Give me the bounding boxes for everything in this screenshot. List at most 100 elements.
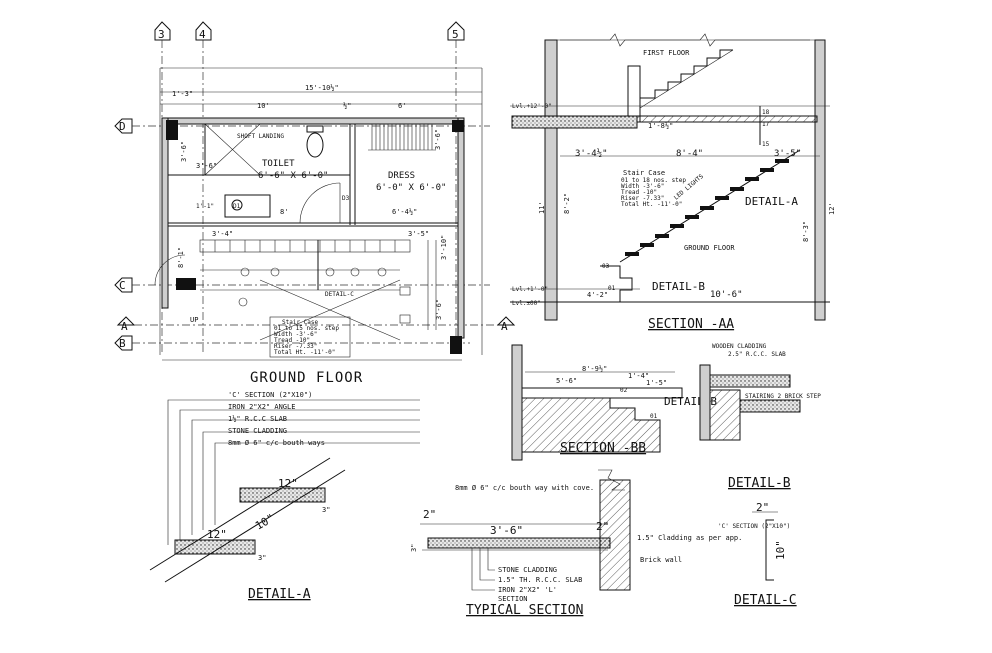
dim-side3: 3'-6" [435,299,443,320]
up-label: UP [190,316,198,324]
svg-text:Stair Case: Stair Case [282,319,319,326]
svg-text:A: A [501,320,508,333]
svg-text:C: C [119,279,126,292]
dim-left2: 1'-1" [196,203,214,210]
detail-a-note1: 'C' SECTION (2"X10") [228,391,312,399]
dim-mid: 6'-4½" [392,208,417,216]
sec-bb-step-01: 01 [650,413,658,420]
svg-text:01 to 15 nos. step: 01 to 15 nos. step [274,325,339,332]
detail-a-note4: STONE CLADDING [228,427,287,435]
detail-c-dim10: 10" [774,540,787,560]
detail-a-dim3b: 3" [258,554,266,562]
sec-bb-step-02: 02 [620,387,628,394]
sec-aa-dim5: 10'-6" [710,290,743,300]
detail-a-dim12b: 12" [207,528,227,541]
svg-text:Total Ht. -11'-0": Total Ht. -11'-0" [274,349,335,356]
toilet-label: TOILET [262,159,295,169]
step-01: 01 [608,285,616,292]
door-d3: D3 [342,195,350,202]
svg-text:Stair Case: Stair Case [623,169,665,177]
wardrobe-hatch [368,124,436,151]
section-aa: FIRST FLOOR Lvl.+12'-0" 1'-8½" 18 17 15 … [510,33,836,332]
typical-dim2: 2" [423,508,436,521]
dim-overall: 15'-10½" [305,84,339,92]
svg-text:01 to 18 nos. step: 01 to 18 nos. step [621,177,686,184]
typical-section-title: TYPICAL SECTION [466,603,583,618]
dim-side2: 8'-1" [177,247,185,268]
toilet-size: 6'-6" X 6'-0" [258,171,328,181]
dim-left3: 3'-4" [212,230,233,238]
typical-note2: 1.5" TH. R.C.C. SLAB [498,576,582,584]
dim-right2: 3'-10" [440,235,448,260]
svg-text:A: A [121,320,128,333]
section-aa-treads [625,159,789,256]
dim-mid2: 8' [280,208,288,216]
section-bb-title: SECTION -BB [560,441,646,456]
svg-text:Width -3'-6": Width -3'-6" [274,331,317,338]
detail-a-title: DETAIL-A [248,587,311,602]
detail-c-ref: DETAIL-C [325,291,354,298]
detail-a-dim3a: 3" [322,506,330,514]
svg-text:Riser -7.33": Riser -7.33" [621,195,664,202]
typical-note3: IRON 2"X2" 'L' [498,586,557,594]
typical-section: 8mm Ø 6" c/c bouth way with cove. 2" 3'-… [410,469,742,618]
svg-text:4: 4 [199,28,206,41]
step-18: 18 [762,109,770,116]
dim-right1: 3'-6" [434,129,442,150]
dim-c: ½" [343,102,351,110]
typical-note4: SECTION [498,595,528,603]
sec-aa-dim2: 3'-4½" [575,148,608,159]
section-bb: 8'-9½" 5'-6" 1'-4" 1'-5" DETAIL-B 02 01 … [511,344,717,461]
typical-brick: Brick wall [640,556,682,564]
detail-a-note5: 8mm Ø 6" c/c bouth ways [228,439,325,447]
plan-stair-note: Stair Case 01 to 15 nos. step Width -3'-… [269,316,351,358]
dim-side1: 3'-6" [180,141,188,162]
sec-bb-dim2: 5'-6" [556,377,577,385]
sec-aa-dim8: 12' [828,202,836,215]
shaft-landing-label: SHOFT LANDING [237,133,284,140]
detail-c-title: DETAIL-C [734,593,797,608]
level-mid: Lvl.+1'-0" [512,286,548,293]
detail-a-dim12a: 12" [278,477,298,490]
detail-b-small: WOODEN CLADDING 2.5" R.C.C. SLAB STAIRIN… [699,343,821,491]
plan-stair-treads [199,239,437,341]
typical-dim3: 3" [410,544,418,552]
sec-bb-dim1: 8'-9½" [582,365,607,373]
sec-bb-dim4: 1'-5" [646,379,667,387]
dress-size: 6'-0" X 6'-0" [376,183,446,193]
grid-bubble-5: 5 [447,21,465,355]
washbasin-icon [224,194,271,218]
detail-b-note2: 2.5" R.C.C. SLAB [728,351,786,358]
level-bot: Lvl.±00" [512,300,541,307]
dim-left1: 3'-6" [196,162,217,170]
typical-dim-span: 3'-6" [490,524,523,537]
level-top: Lvl.+12'-0" [512,103,552,110]
step-03: 03 [602,263,610,270]
grid-bubble-4: 4 [195,21,212,355]
sec-aa-dim7: 8'-3" [802,221,810,242]
detail-c-note: 'C' SECTION (2"X10") [718,523,790,530]
typical-dim2b: 2" [596,520,609,533]
typical-note1: STONE CLADDING [498,566,557,574]
svg-text:Total Ht. -11'-0": Total Ht. -11'-0" [621,201,682,208]
dim-right3: 3'-5" [408,230,429,238]
first-floor-label: FIRST FLOOR [643,49,690,57]
typical-cladding: 1.5" Cladding as per app. [637,534,742,542]
sec-aa-dim4: 3'-5" [774,149,801,159]
ground-floor-plan: 3 4 5 D C A A [114,21,516,386]
step-15: 15 [762,141,770,148]
ground-floor-title: GROUND FLOOR [250,370,363,386]
detail-c: 2" 'C' SECTION (2"X10") 10" DETAIL-C [718,501,797,608]
detail-a: 'C' SECTION (2"X10") IRON 2"X2" ANGLE 1½… [149,391,420,602]
typical-note-top: 8mm Ø 6" c/c bouth way with cove. [455,484,594,492]
detail-b-note3: STAIRING 2 BRICK STEP [745,393,821,400]
sec-aa-detail-a: DETAIL-A [745,195,798,208]
sec-aa-dim3: 8'-4" [676,149,703,159]
sec-aa-detail-b: DETAIL-B [652,280,705,293]
svg-text:B: B [119,337,126,350]
sec-bb-dim3: 1'-4" [628,372,649,380]
svg-text:Width -3'-6": Width -3'-6" [621,183,664,190]
detail-a-note2: IRON 2"X2" ANGLE [228,403,295,411]
svg-text:Tread -10": Tread -10" [621,189,657,196]
detail-a-note3: 1½" R.C.C SLAB [228,415,287,423]
